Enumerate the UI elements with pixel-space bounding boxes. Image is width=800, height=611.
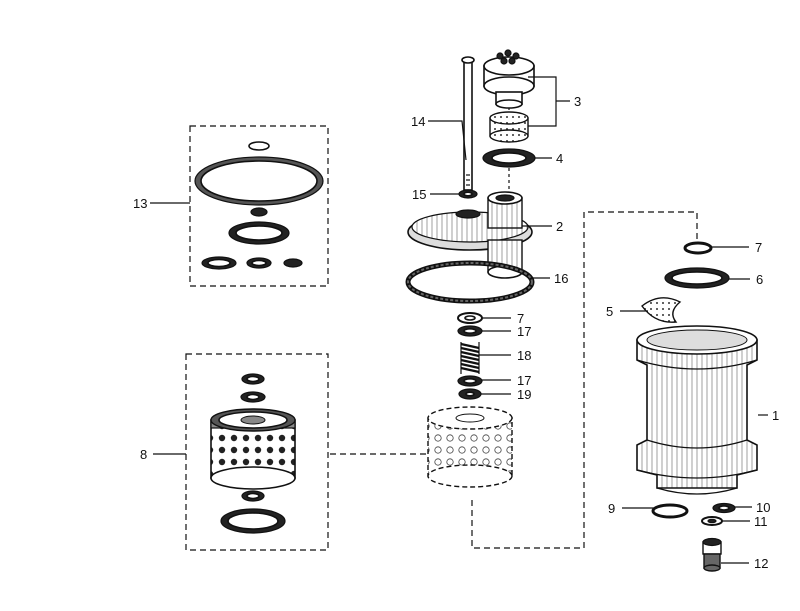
callout-labels: 1 2 3 4 5 6 7 7 8 9 10 11 12 13 14 15 16… [133, 94, 779, 571]
callout-10: 10 [756, 500, 770, 515]
callout-9: 9 [608, 501, 615, 516]
callout-19: 19 [517, 387, 531, 402]
callout-7-right: 7 [755, 240, 762, 255]
callout-17-upper: 17 [517, 324, 531, 339]
bowl-assembly [636, 241, 758, 572]
callout-4: 4 [556, 151, 563, 166]
callout-7-center: 7 [517, 311, 524, 326]
kit-8-parts [210, 373, 296, 534]
dash-link-assembly [471, 211, 698, 549]
callout-1: 1 [772, 408, 779, 423]
central-assembly [405, 49, 536, 488]
callout-2: 2 [556, 219, 563, 234]
callout-16: 16 [554, 271, 568, 286]
kit-box-13 [189, 125, 329, 287]
callout-17-lower: 17 [517, 373, 531, 388]
callout-18: 18 [517, 348, 531, 363]
spring-18 [460, 342, 480, 374]
callout-13: 13 [133, 196, 147, 211]
callout-14: 14 [411, 114, 425, 129]
callout-12: 12 [754, 556, 768, 571]
kit-box-8 [185, 353, 329, 551]
callout-6: 6 [756, 272, 763, 287]
callout-15: 15 [412, 187, 426, 202]
callout-8: 8 [140, 447, 147, 462]
callout-3: 3 [574, 94, 581, 109]
leader-lines [150, 76, 768, 564]
kit-13-parts [194, 141, 324, 270]
callout-11: 11 [754, 514, 768, 529]
callout-5: 5 [606, 304, 613, 319]
